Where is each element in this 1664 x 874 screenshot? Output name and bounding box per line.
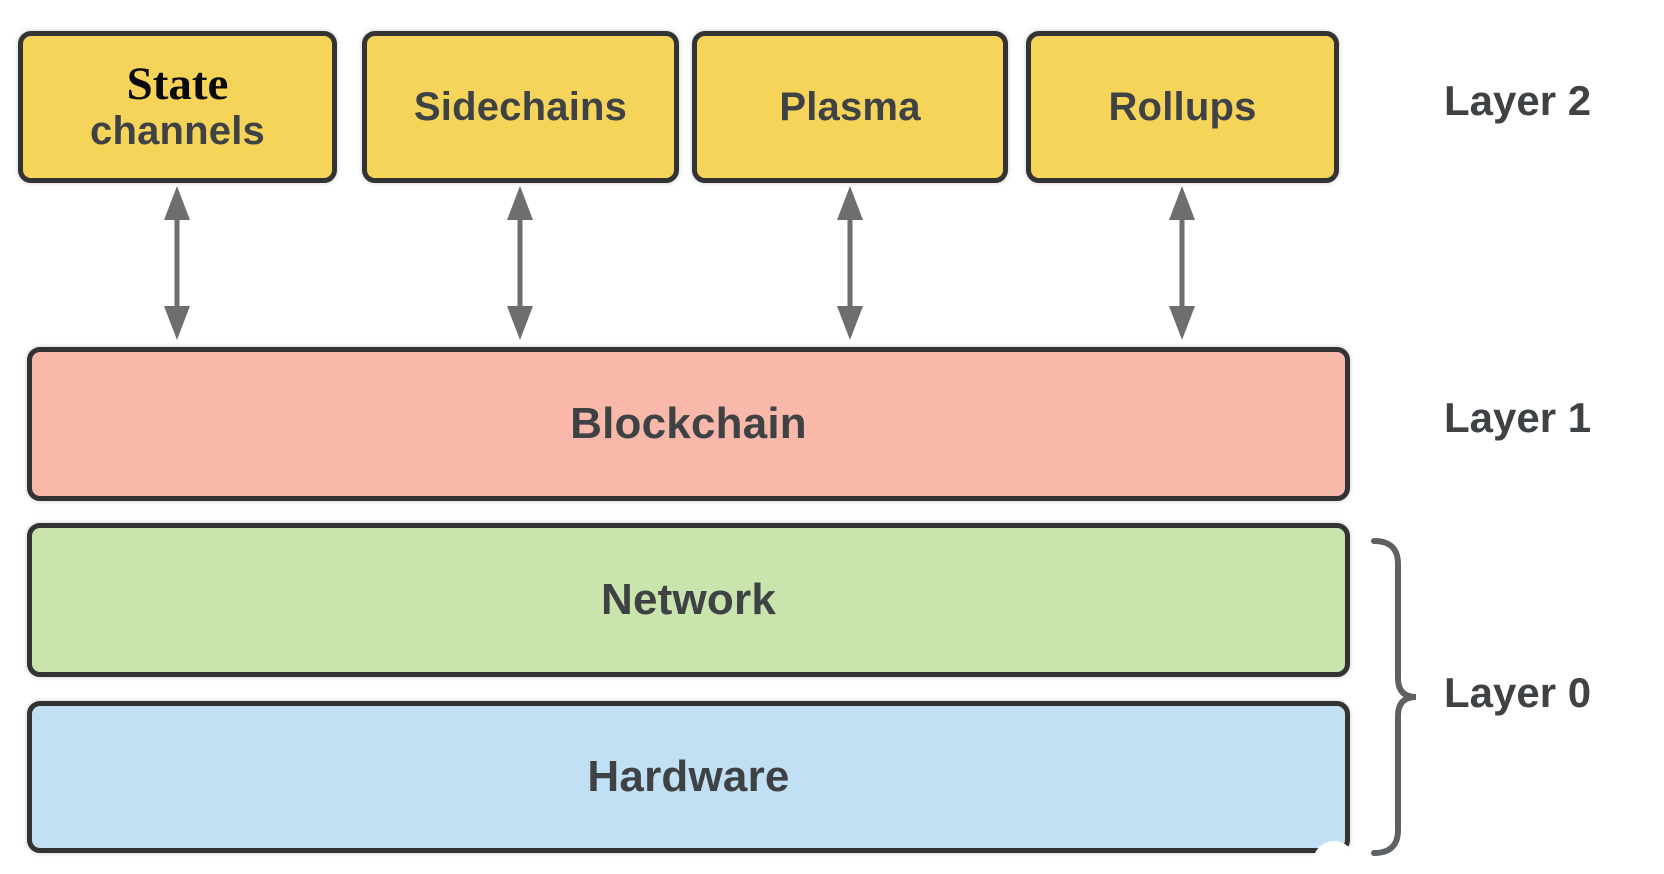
layer1-label: Layer 1 — [1444, 394, 1592, 441]
plasma-label: Plasma — [779, 84, 921, 129]
hardware-label: Hardware — [587, 752, 790, 802]
layer2-box-state-channels: State channels — [18, 31, 337, 183]
layer0-label: Layer 0 — [1444, 669, 1592, 716]
state-channels-label-line1: State — [126, 57, 229, 110]
layer0-box-hardware: Hardware — [27, 701, 1350, 853]
blockchain-label: Blockchain — [570, 399, 807, 449]
layer2-box-sidechains: Sidechains — [362, 31, 679, 183]
layer1-box-blockchain: Blockchain — [27, 347, 1350, 501]
layer2-box-rollups: Rollups — [1026, 31, 1339, 183]
network-label: Network — [601, 575, 776, 625]
sidechains-label: Sidechains — [413, 84, 628, 129]
rollups-label: Rollups — [1108, 84, 1257, 129]
state-channels-label-line2: channels — [90, 109, 265, 154]
layer2-box-plasma: Plasma — [692, 31, 1008, 183]
layer0-box-network: Network — [27, 523, 1350, 677]
bidirectional-arrow-plasma-icon — [837, 186, 863, 340]
bidirectional-arrow-sidechains-icon — [507, 186, 533, 340]
bidirectional-arrow-state-channels-icon — [164, 186, 190, 340]
white-notch-artifact — [1313, 841, 1355, 874]
bidirectional-arrow-rollups-icon — [1169, 186, 1195, 340]
layer2-label: Layer 2 — [1444, 77, 1592, 124]
right-curly-brace-icon — [1371, 538, 1417, 856]
